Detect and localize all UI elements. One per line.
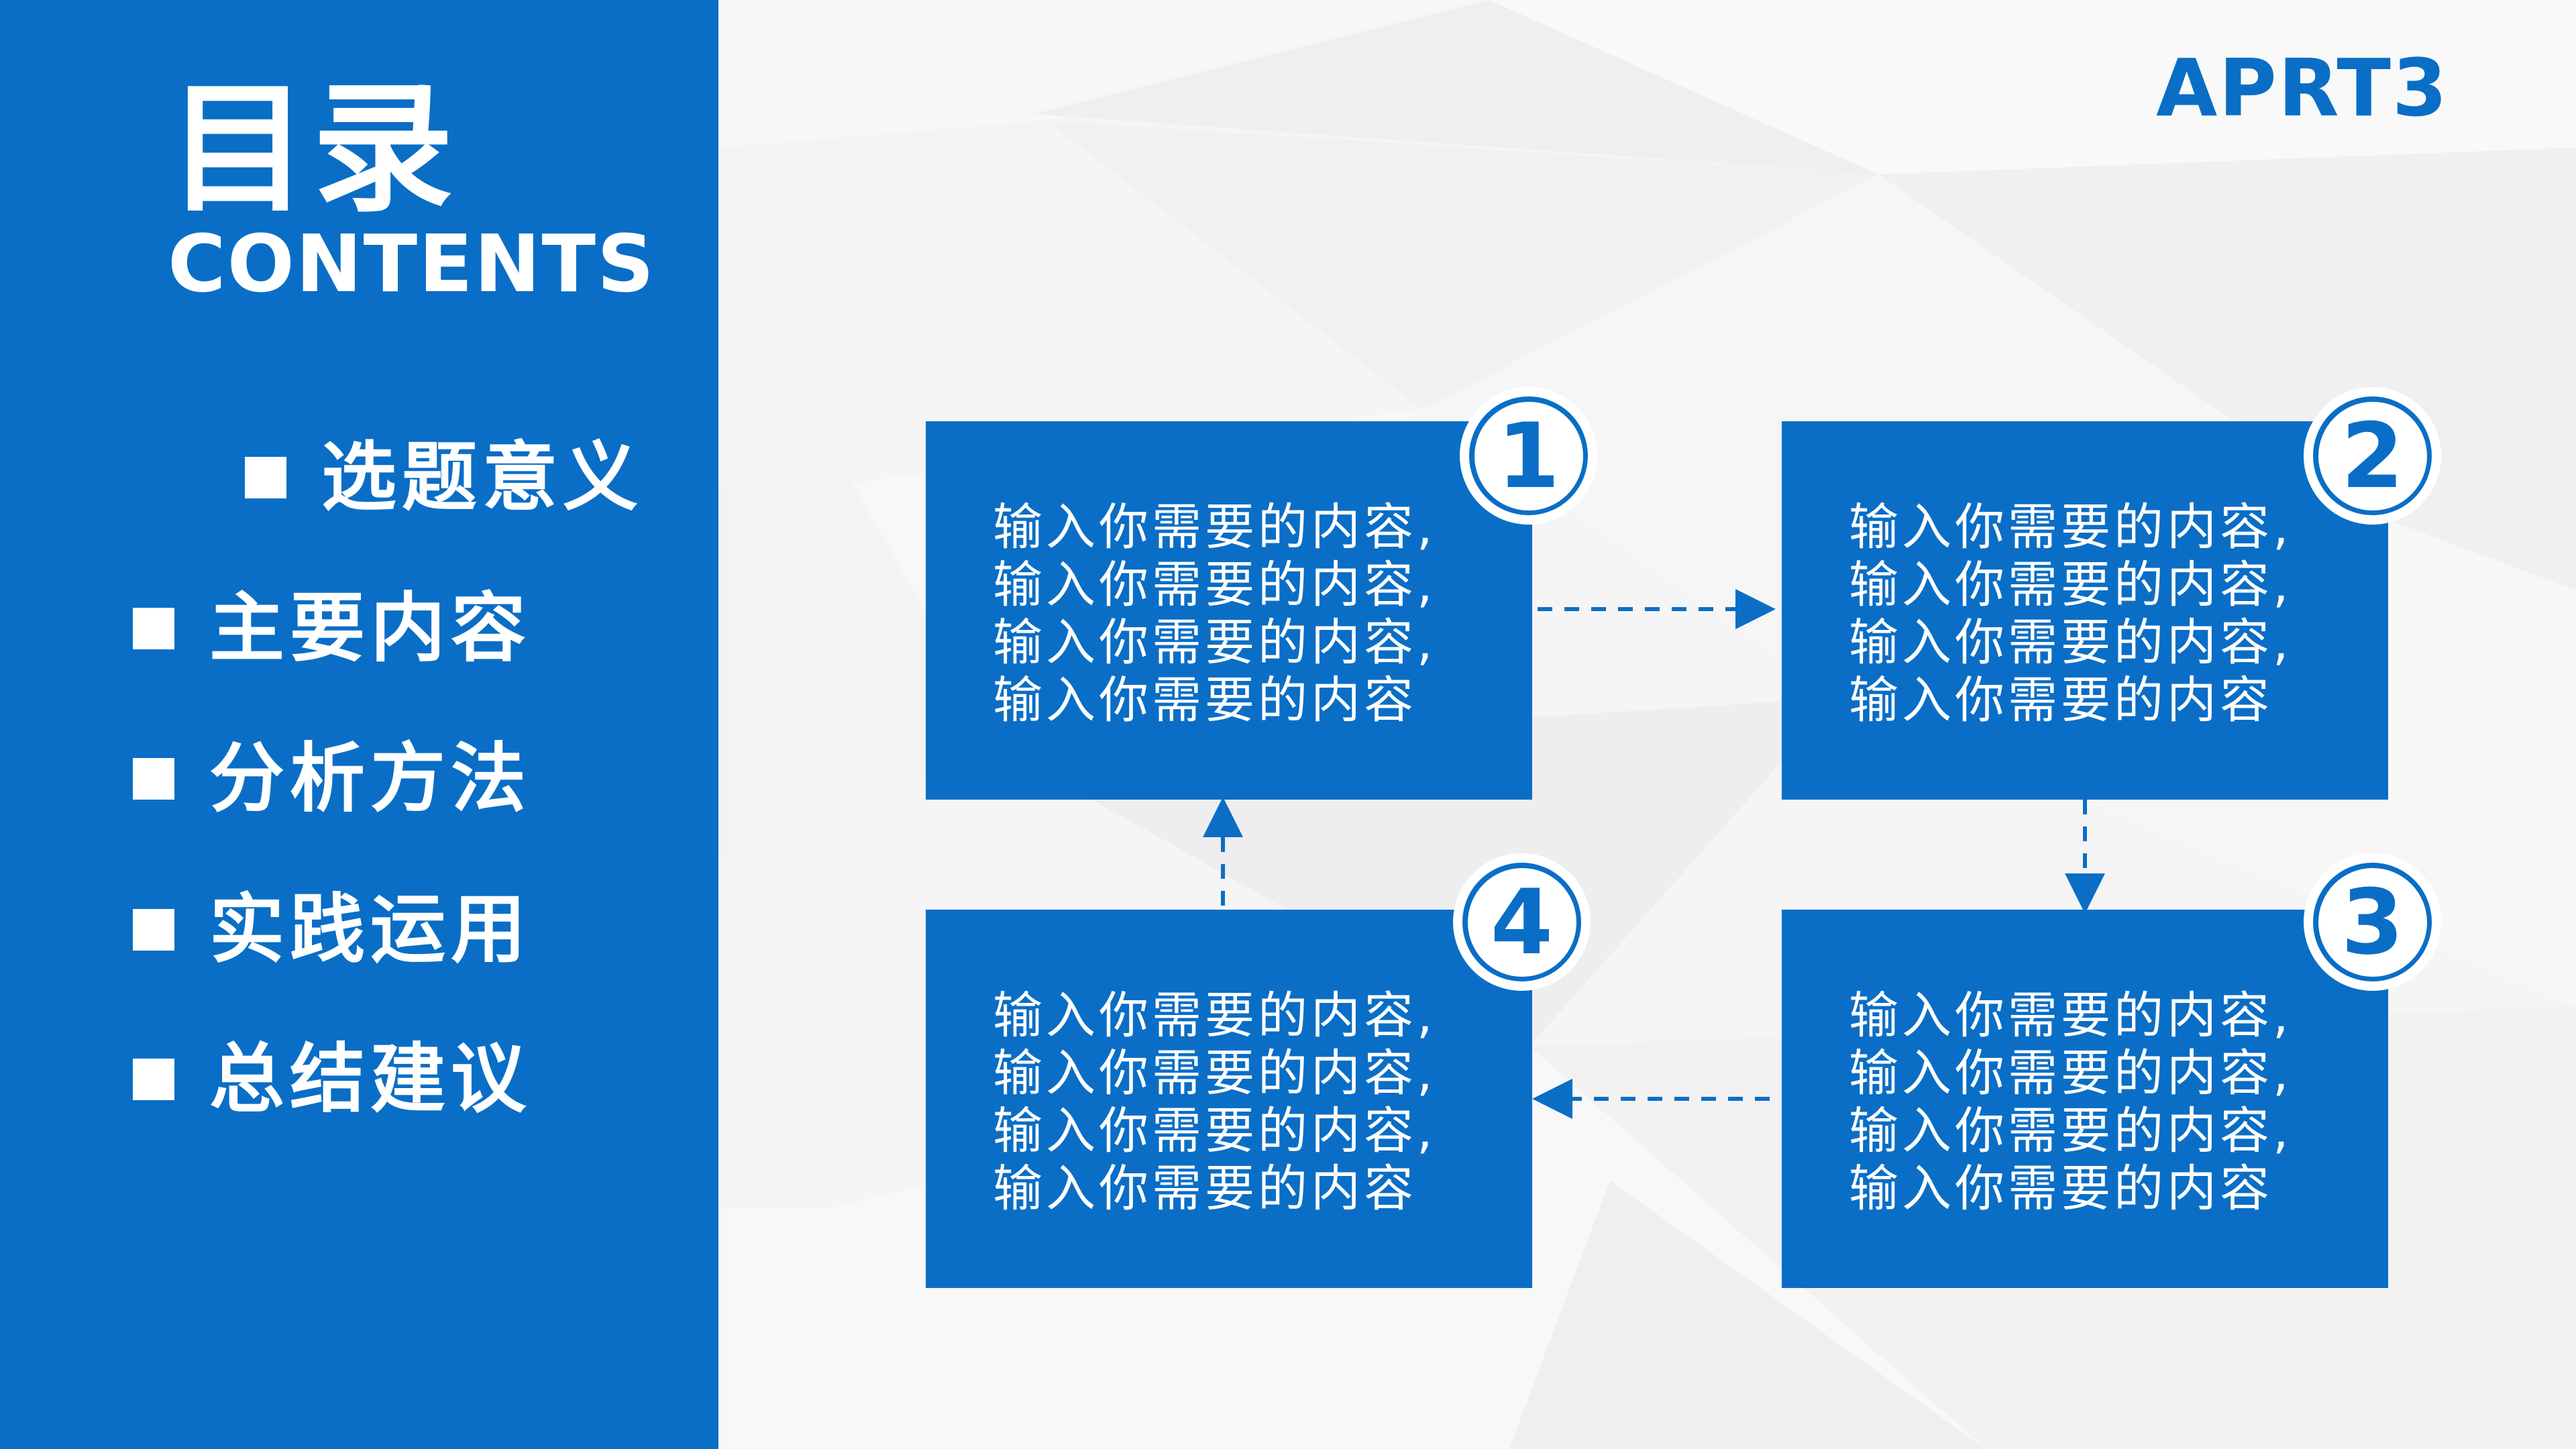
menu-item-label: 分析方法 bbox=[209, 735, 531, 822]
step-3-line-3: 输入你需要的内容, bbox=[1849, 1102, 2292, 1160]
step-badge-3: 3 bbox=[2304, 853, 2441, 991]
step-card-3: 输入你需要的内容, 输入你需要的内容, 输入你需要的内容, 输入你需要的内容 bbox=[1782, 910, 2388, 1288]
step-3-line-1: 输入你需要的内容, bbox=[1849, 987, 2292, 1044]
step-badge-4: 4 bbox=[1453, 853, 1591, 991]
menu-item-5[interactable]: 总结建议 bbox=[133, 1042, 531, 1117]
square-bullet-icon bbox=[133, 1059, 174, 1100]
step-number-4: 4 bbox=[1467, 867, 1576, 977]
step-4-line-4: 输入你需要的内容 bbox=[993, 1160, 1417, 1218]
step-2-line-2: 输入你需要的内容, bbox=[1849, 556, 2292, 614]
step-3-line-4: 输入你需要的内容 bbox=[1849, 1160, 2273, 1218]
section-label: APRT3 bbox=[2156, 42, 2449, 134]
step-4-line-2: 输入你需要的内容, bbox=[993, 1044, 1436, 1102]
menu-item-label: 实践运用 bbox=[209, 886, 531, 973]
step-number-3: 3 bbox=[2318, 867, 2427, 977]
square-bullet-icon bbox=[245, 457, 286, 498]
square-bullet-icon bbox=[133, 758, 174, 800]
menu-item-label: 主要内容 bbox=[209, 585, 531, 672]
step-1-line-1: 输入你需要的内容, bbox=[993, 498, 1436, 556]
sidebar-title-en: CONTENTS bbox=[168, 217, 655, 310]
step-card-2: 输入你需要的内容, 输入你需要的内容, 输入你需要的内容, 输入你需要的内容 bbox=[1782, 421, 2388, 800]
sidebar-title-cn: 目录 bbox=[168, 67, 458, 231]
menu-item-2[interactable]: 主要内容 bbox=[133, 591, 531, 666]
step-card-4: 输入你需要的内容, 输入你需要的内容, 输入你需要的内容, 输入你需要的内容 bbox=[926, 910, 1532, 1288]
sidebar-panel: 目录 CONTENTS 选题意义 主要内容 分析方法 实践运用 总结建议 bbox=[0, 0, 718, 1449]
step-1-line-4: 输入你需要的内容 bbox=[993, 672, 1417, 729]
step-number-1: 1 bbox=[1474, 401, 1583, 511]
menu-item-label: 选题意义 bbox=[321, 434, 643, 521]
step-4-line-3: 输入你需要的内容, bbox=[993, 1102, 1436, 1160]
step-number-2: 2 bbox=[2318, 401, 2427, 511]
menu-item-4[interactable]: 实践运用 bbox=[133, 892, 531, 967]
step-2-line-3: 输入你需要的内容, bbox=[1849, 614, 2292, 672]
step-2-line-4: 输入你需要的内容 bbox=[1849, 672, 2273, 729]
step-3-line-2: 输入你需要的内容, bbox=[1849, 1044, 2292, 1102]
step-4-line-1: 输入你需要的内容, bbox=[993, 987, 1436, 1044]
menu-item-3[interactable]: 分析方法 bbox=[133, 741, 531, 816]
menu-item-1[interactable]: 选题意义 bbox=[245, 440, 643, 515]
step-2-line-1: 输入你需要的内容, bbox=[1849, 498, 2292, 556]
step-badge-2: 2 bbox=[2304, 387, 2441, 525]
step-badge-1: 1 bbox=[1460, 387, 1597, 525]
menu-item-label: 总结建议 bbox=[209, 1036, 531, 1123]
square-bullet-icon bbox=[133, 608, 174, 649]
step-1-line-2: 输入你需要的内容, bbox=[993, 556, 1436, 614]
step-card-1: 输入你需要的内容, 输入你需要的内容, 输入你需要的内容, 输入你需要的内容 bbox=[926, 421, 1532, 800]
step-1-line-3: 输入你需要的内容, bbox=[993, 614, 1436, 672]
square-bullet-icon bbox=[133, 909, 174, 951]
